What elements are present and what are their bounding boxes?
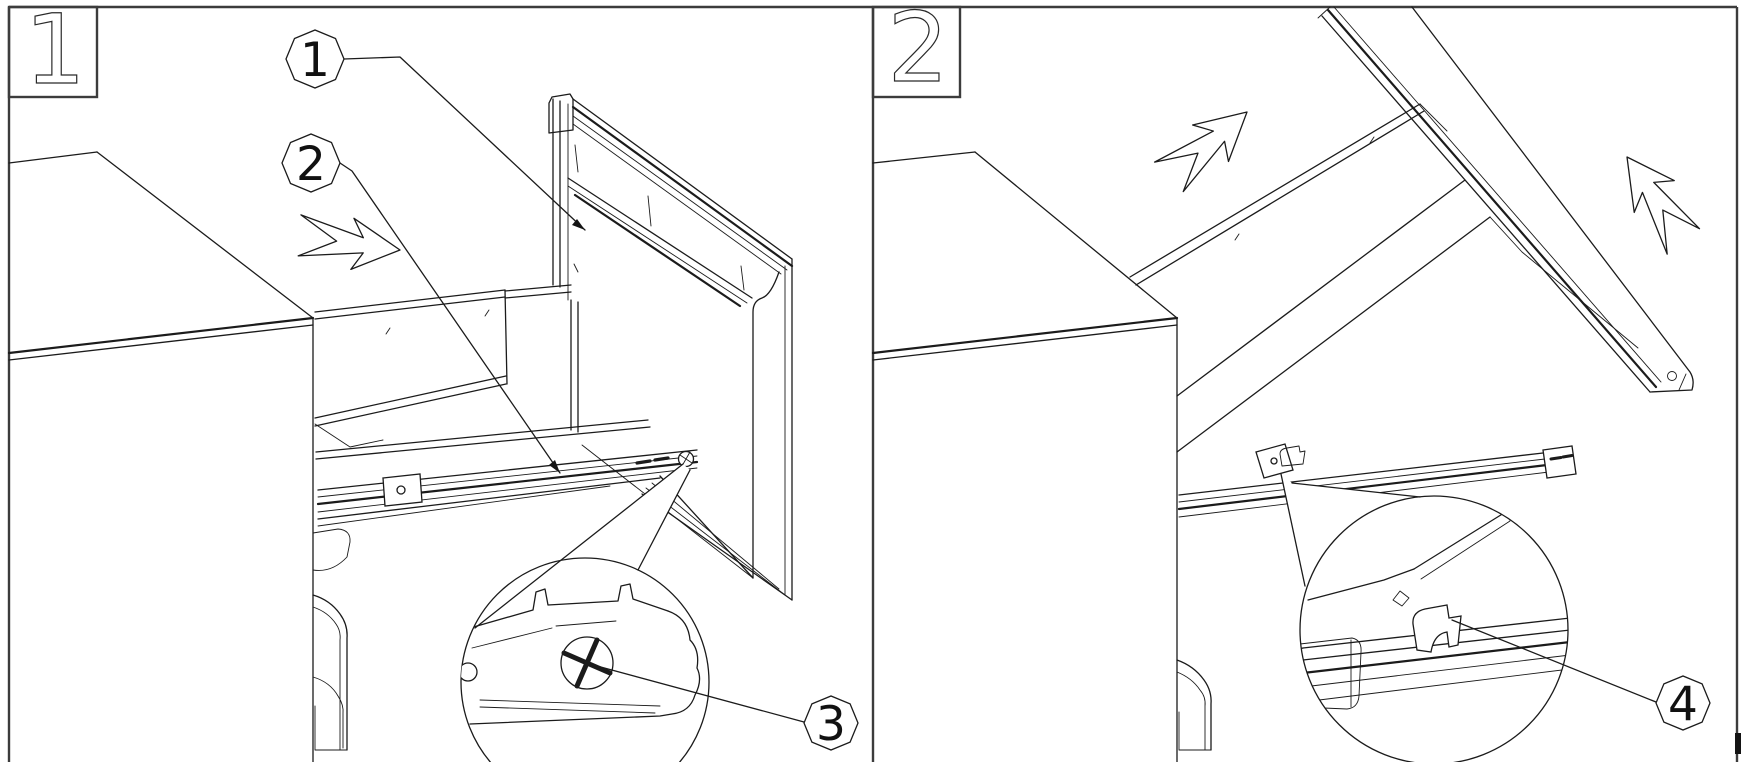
cabinet-left xyxy=(7,151,348,762)
cabinet-corner-bracket xyxy=(1176,659,1212,751)
rail-release-clip xyxy=(1255,443,1306,479)
callout-2: 2 xyxy=(281,133,561,474)
motion-arrow-icon xyxy=(293,210,405,277)
callout-1: 1 xyxy=(285,29,586,231)
leader-line-1 xyxy=(343,56,586,231)
drawer-front-panel xyxy=(548,93,794,601)
panel-step-1: 1 xyxy=(7,0,859,762)
callout-4-badge xyxy=(1655,675,1711,731)
phillips-screw-icon xyxy=(677,450,695,468)
leader-line-4 xyxy=(1451,619,1657,703)
drawer-box-left xyxy=(312,284,651,571)
callout-2-label: 2 xyxy=(296,137,326,192)
step-1-number-box: 1 xyxy=(7,0,99,107)
callout-1-badge xyxy=(285,29,345,89)
drawer-front-panel-tilted xyxy=(1317,6,1694,393)
rail-end-bracket xyxy=(1542,445,1577,479)
magnified-clip-hook-icon xyxy=(1412,604,1462,653)
callout-4: 4 xyxy=(1655,675,1711,732)
leader-line-2 xyxy=(339,162,561,474)
leader-line-3 xyxy=(596,665,805,723)
drawer-slide-rail-left xyxy=(316,449,699,527)
step-2-number-box: 2 xyxy=(871,0,962,105)
detail-circle-clip xyxy=(1280,473,1657,762)
motion-arrow-icon xyxy=(1605,141,1707,258)
callout-1-label: 1 xyxy=(300,33,330,88)
magnified-phillips-screw-icon xyxy=(560,636,614,690)
cabinet-corner-bracket xyxy=(312,594,348,751)
page-edge-tick xyxy=(1735,733,1741,754)
callout-3-badge xyxy=(803,695,859,751)
callout-3-label: 3 xyxy=(816,697,846,752)
panel-step-2: 2 xyxy=(871,0,1741,762)
detail-circle-screw xyxy=(460,463,805,762)
step-2-label: 2 xyxy=(887,0,948,104)
drawer-box-tilted xyxy=(1129,103,1639,479)
callout-2-badge xyxy=(281,133,341,193)
step-1-label: 1 xyxy=(24,0,85,106)
callout-3: 3 xyxy=(803,695,859,752)
motion-arrow-icon xyxy=(1151,92,1265,199)
cabinet-right xyxy=(871,151,1212,762)
callout-4-label: 4 xyxy=(1668,677,1698,732)
